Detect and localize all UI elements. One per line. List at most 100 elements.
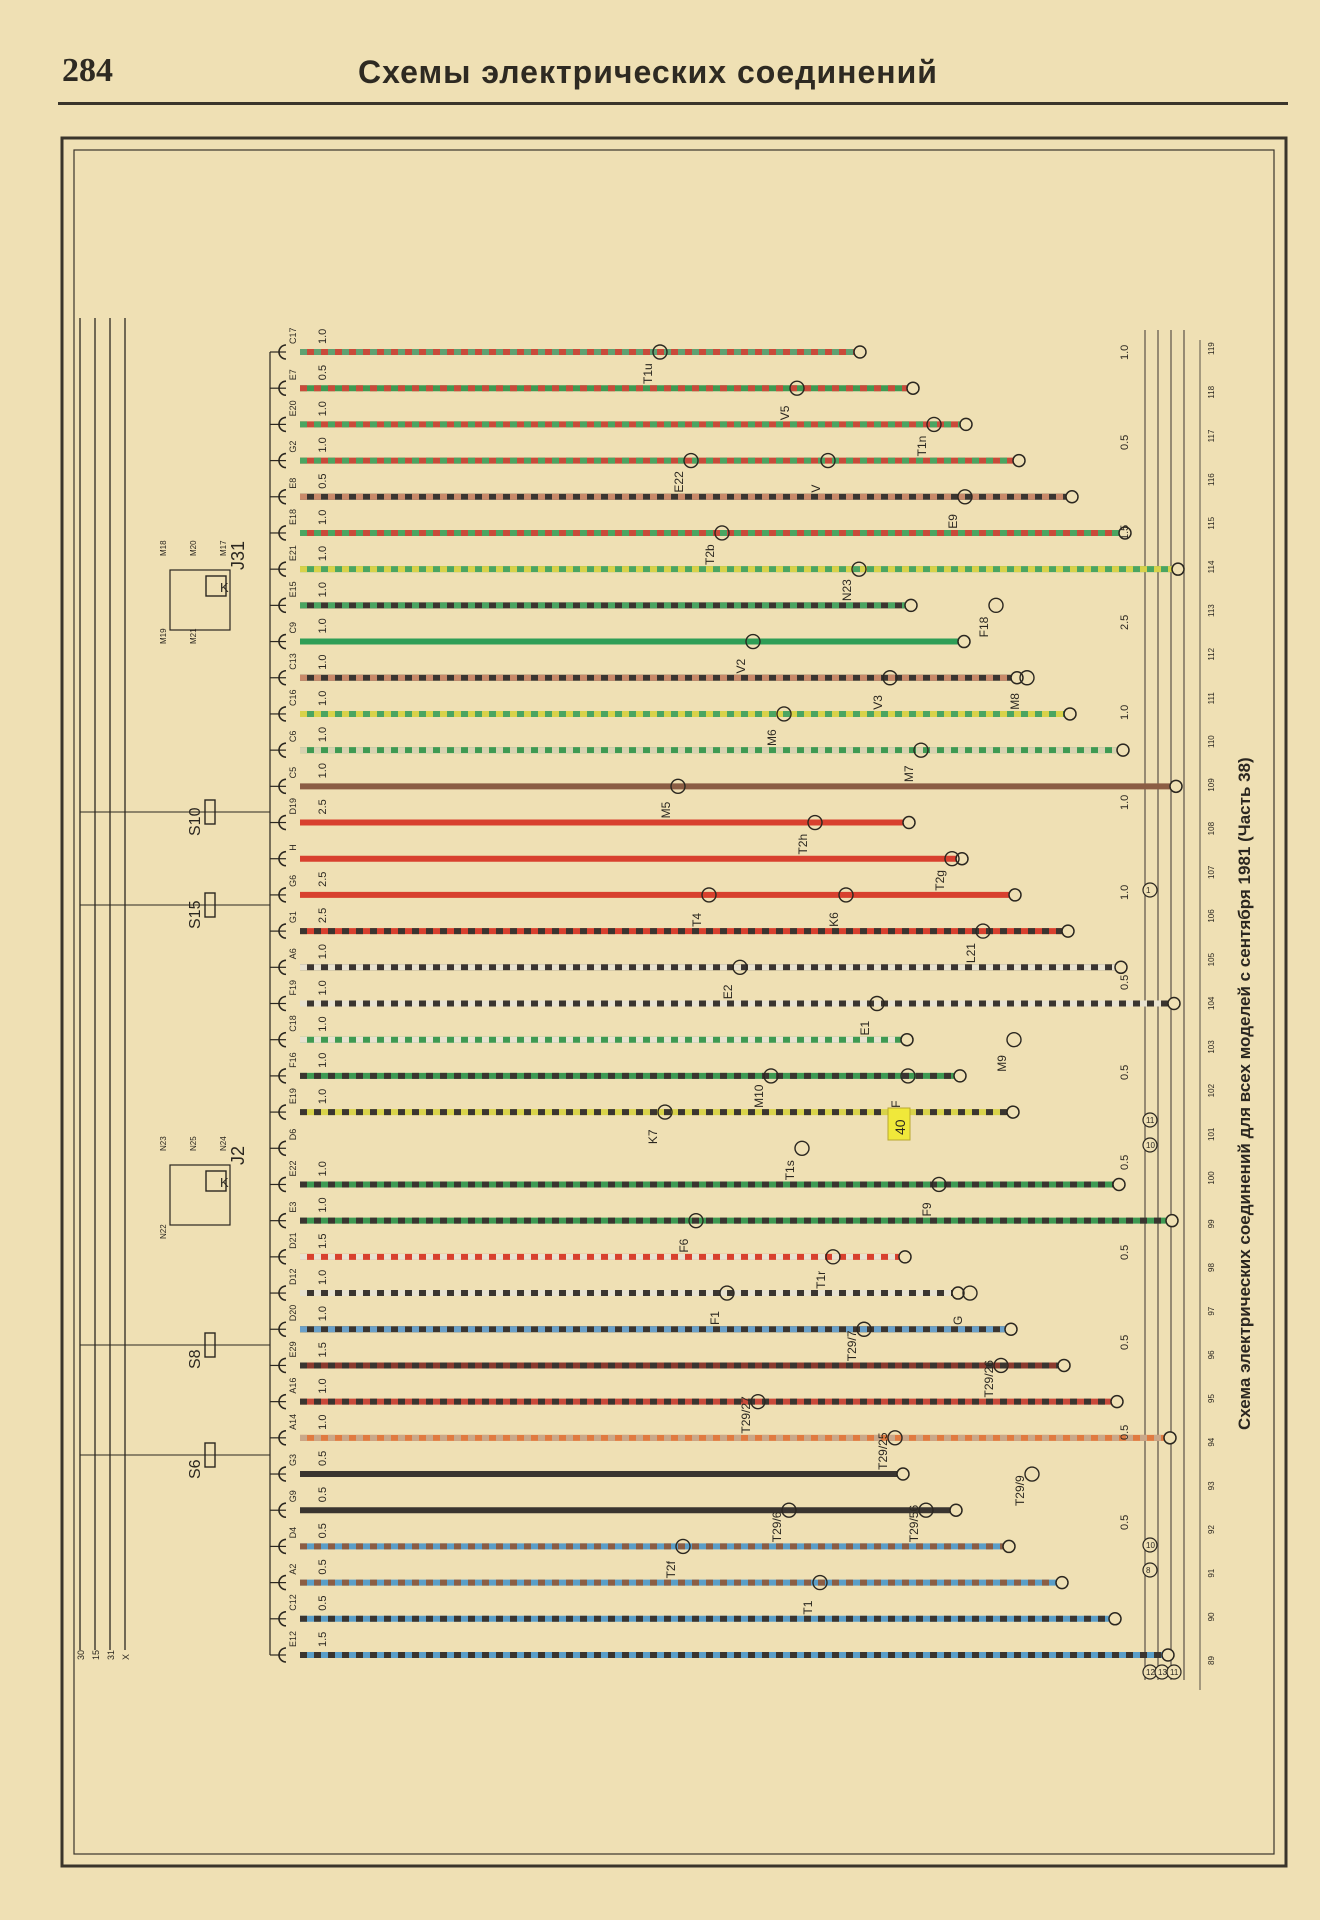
connector-label: E12 — [288, 1631, 298, 1647]
fuse-label: S10 — [187, 807, 204, 836]
connector-label: C16 — [288, 689, 298, 706]
relay-pin: M21 — [189, 628, 198, 644]
component-label: V — [809, 485, 823, 493]
grid-number: 90 — [1207, 1612, 1216, 1621]
wire-size: 1.0 — [317, 1161, 329, 1176]
fuse-label: S6 — [187, 1459, 204, 1479]
relay-coil-label: K — [220, 580, 229, 595]
grid-number: 115 — [1207, 516, 1216, 529]
component-label: T29/25 — [876, 1432, 890, 1470]
component-label: T1u — [641, 363, 655, 384]
wire-size: 2.5 — [317, 872, 329, 887]
wire-size: 1.0 — [317, 1378, 329, 1393]
connector-label: D19 — [288, 798, 298, 815]
component-label: E2 — [721, 984, 735, 999]
relay-body — [169, 569, 231, 631]
relay-pin: N24 — [219, 1136, 228, 1151]
grid-number: 104 — [1207, 996, 1216, 1010]
component-symbol — [887, 1430, 903, 1446]
wire-terminal — [1163, 1431, 1177, 1445]
right-wire-size: 1.0 — [1119, 885, 1131, 900]
connector-label: E7 — [288, 369, 298, 380]
wire-list — [300, 345, 1185, 1662]
grid-number: 101 — [1207, 1127, 1216, 1141]
wire-terminal — [1057, 1358, 1071, 1373]
bus-label: 30 — [76, 1650, 86, 1660]
wire-terminal — [953, 1069, 967, 1083]
wire-size: 0.5 — [317, 1559, 329, 1574]
bus-label: 15 — [91, 1650, 101, 1660]
component-label: K7 — [646, 1129, 660, 1144]
grid-number: 105 — [1207, 952, 1216, 966]
connector-label: C12 — [288, 1594, 298, 1611]
component-label: L21 — [964, 943, 978, 963]
grid-number: 102 — [1207, 1083, 1216, 1097]
component-symbol — [825, 1249, 841, 1265]
wire-size: 1.0 — [317, 944, 329, 959]
wire-size: 1.5 — [317, 1632, 329, 1647]
component-label: T29/27 — [739, 1396, 753, 1434]
wire-size: 1.0 — [317, 401, 329, 416]
grid-number: 96 — [1207, 1350, 1216, 1359]
component-label: T4 — [690, 913, 704, 927]
grid-number: 116 — [1207, 473, 1216, 486]
component-symbol — [688, 1212, 704, 1229]
grid-number: 95 — [1207, 1394, 1216, 1403]
wire-terminal — [898, 1250, 912, 1264]
component-symbol — [719, 1285, 735, 1301]
wire-terminal — [1004, 1322, 1018, 1336]
wire-terminal — [1112, 1177, 1126, 1192]
wire-terminal — [1161, 1648, 1175, 1662]
component-label: F9 — [920, 1202, 934, 1216]
wire-terminal — [1008, 888, 1022, 902]
wire-terminal — [1063, 707, 1077, 721]
component-label: T29/26 — [982, 1360, 996, 1398]
connector-label: A2 — [288, 1564, 298, 1575]
component-label: T29/56 — [907, 1505, 921, 1543]
relay-coil — [205, 575, 227, 597]
component-label: E22 — [672, 471, 686, 493]
wire-size: 1.0 — [317, 437, 329, 452]
wire-terminal — [959, 417, 973, 432]
right-wire-size: 0.5 — [1119, 1065, 1131, 1080]
wire-size: 1.0 — [317, 654, 329, 669]
wire-terminal — [1114, 960, 1128, 975]
bus-label: 31 — [106, 1650, 116, 1660]
wire-size: 1.0 — [317, 1197, 329, 1212]
component-symbol — [838, 887, 854, 903]
wire-size: 1.5 — [317, 1342, 329, 1357]
right-wire-size: 2.5 — [1119, 615, 1131, 630]
connector-label: E8 — [288, 478, 298, 489]
wire-size: 1.0 — [317, 1016, 329, 1031]
grid-numbers: 8990919293949596979899100101102103104105… — [1199, 340, 1216, 1690]
component-symbol — [1024, 1466, 1040, 1482]
ground-marker-label: 10 — [1146, 1541, 1155, 1550]
wire-size: 0.5 — [317, 365, 329, 380]
grid-number: 119 — [1207, 342, 1216, 355]
component-symbol — [957, 489, 973, 505]
component-label: K6 — [827, 912, 841, 927]
connector-label: C6 — [288, 731, 298, 743]
component-symbol — [1019, 670, 1035, 686]
wire-terminal — [896, 1467, 910, 1481]
relay-label: J31 — [228, 541, 248, 570]
component-label: T2b — [703, 544, 717, 565]
wire-size: 1.0 — [317, 582, 329, 597]
wire-size: 1.0 — [317, 329, 329, 344]
connector-label: A6 — [288, 948, 298, 959]
connector-label: C13 — [288, 653, 298, 670]
component-symbol — [856, 1321, 872, 1337]
right-wire-size: 1.0 — [1119, 345, 1131, 360]
wire-terminal — [1055, 1575, 1069, 1590]
component-symbol — [900, 1068, 916, 1084]
wire-size: 0.5 — [317, 1487, 329, 1502]
relay-pin: M17 — [219, 540, 228, 556]
wire-size: 1.0 — [317, 1089, 329, 1104]
connector-label: H — [288, 844, 298, 851]
component-symbol — [807, 814, 823, 831]
wire-terminal — [1006, 1105, 1020, 1119]
grid-number: 109 — [1207, 778, 1216, 792]
connector-label: F16 — [288, 1052, 298, 1068]
